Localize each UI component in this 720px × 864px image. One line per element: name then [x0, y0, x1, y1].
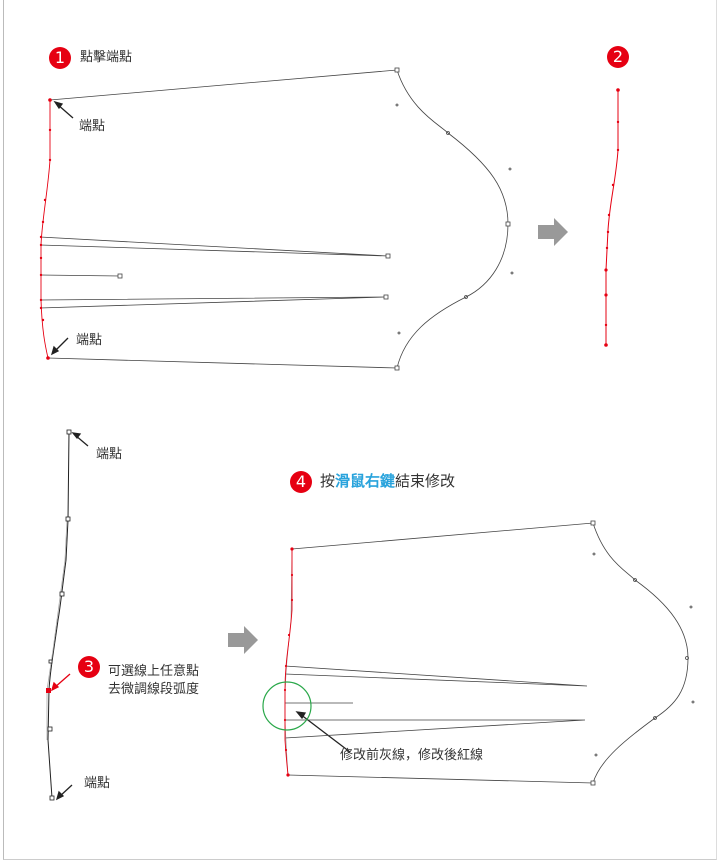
step2-red-line	[605, 90, 619, 345]
endpoint-label: 端點	[79, 119, 106, 134]
step-badge-4: 4	[290, 471, 312, 493]
step3-line1: 可選線上任意點	[108, 664, 200, 679]
arrow-right-icon	[538, 218, 568, 246]
step1-title: 點擊端點	[80, 50, 133, 65]
step-badge-3: 3	[78, 656, 100, 678]
step4-prefix: 按	[320, 472, 336, 490]
endpoint-label: 端點	[76, 333, 103, 348]
step4-suffix: 結束修改	[395, 472, 456, 490]
step4-note: 修改前灰線，修改後紅線	[340, 748, 484, 763]
arrow-right-icon	[228, 626, 258, 654]
step4-title: 按滑鼠右鍵結束修改	[320, 472, 455, 490]
endpoint-label: 端點	[84, 776, 111, 791]
endpoint-label: 端點	[96, 447, 123, 462]
step3-line2: 去微調線段弧度	[108, 682, 200, 697]
pattern-2	[284, 520, 695, 786]
pattern-1-edge-points	[39, 98, 52, 360]
step4-highlight: 滑鼠右鍵	[335, 472, 396, 490]
highlight-circle	[262, 681, 312, 731]
step-badge-2: 2	[607, 46, 629, 68]
pattern-1	[39, 67, 514, 371]
selected-point	[46, 688, 51, 693]
step-badge-1: 1	[49, 47, 71, 69]
frame	[3, 0, 717, 860]
step3-edited-line	[47, 431, 70, 799]
